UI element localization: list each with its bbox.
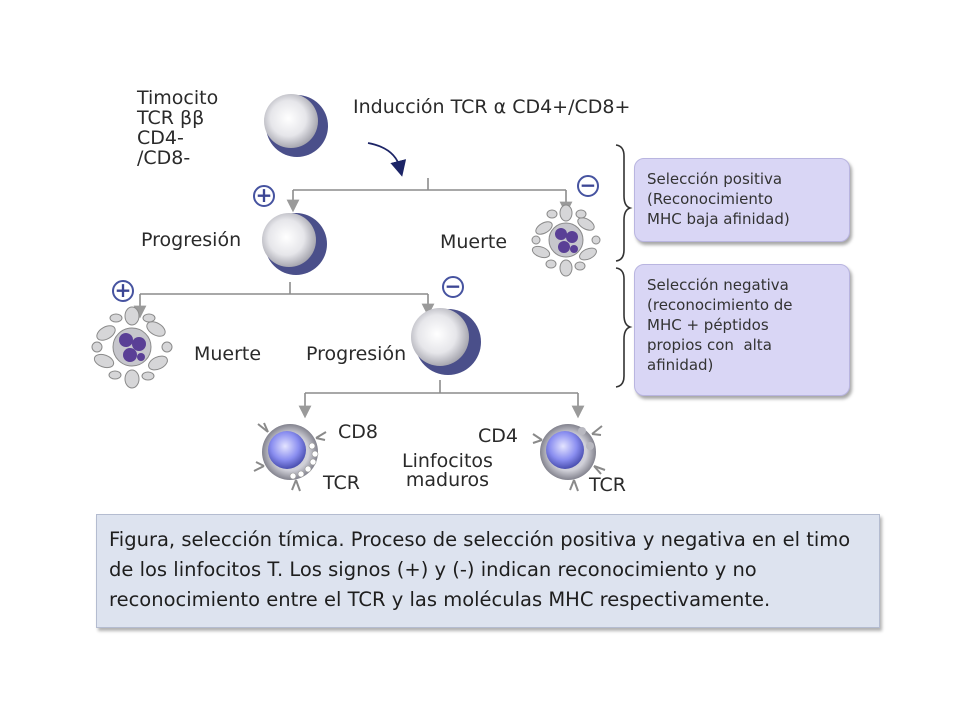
- progression-label-1: Progresión: [141, 229, 242, 251]
- apoptotic-cell-right: [531, 204, 601, 277]
- minus-sign-progression-2: −: [442, 276, 464, 298]
- mature-lymphocyte-cd4: [532, 424, 606, 492]
- positive-selection-line-3: MHC baja afinidad): [647, 210, 790, 228]
- thymocyte-label-line-1: Timocito: [137, 87, 219, 109]
- negative-selection-line-4: propios con alta: [647, 336, 772, 354]
- progression-label-2: Progresión: [306, 343, 407, 365]
- thymocyte-cell-progression-2: [411, 308, 481, 375]
- negative-selection-line-5: afinidad): [647, 356, 714, 374]
- negative-selection-line-3: MHC + péptidos: [647, 316, 769, 334]
- cd4-label: CD4: [478, 425, 518, 447]
- thymocyte-label-line-3: CD4-: [137, 127, 184, 149]
- apoptotic-cell-left: [91, 306, 173, 389]
- mature-lymphocytes-line-1: Linfocitos: [402, 450, 493, 472]
- minus-sign-death-1: −: [577, 175, 599, 197]
- negative-selection-line-1: Selección negativa: [647, 276, 789, 294]
- thymocyte-label: Timocito TCR ββ CD4- /CD8-: [137, 88, 218, 168]
- induction-arrow: [367, 142, 407, 177]
- negative-selection-note: Selección negativa (reconocimiento de MH…: [634, 264, 850, 396]
- mature-lymphocyte-cd8: [253, 422, 327, 492]
- thymocyte-label-line-4: /CD8-: [137, 147, 191, 169]
- positive-selection-note: Selección positiva (Reconocimiento MHC b…: [634, 158, 850, 242]
- figure-caption: Figura, selección tímica. Proceso de sel…: [96, 514, 880, 628]
- plus-sign-progression-1: +: [253, 185, 275, 207]
- death-label-1: Muerte: [440, 231, 508, 253]
- induction-label: Inducción TCR α CD4+/CD8+: [353, 96, 631, 118]
- positive-selection-line-2: (Reconocimiento: [647, 190, 773, 208]
- mature-lymphocytes-line-2: maduros: [405, 469, 490, 491]
- plus-sign-death-2: +: [112, 280, 134, 302]
- death-label-2: Muerte: [194, 343, 262, 365]
- cd8-label: CD8: [338, 421, 378, 443]
- negative-selection-line-2: (reconocimiento de: [647, 296, 793, 314]
- positive-selection-line-1: Selección positiva: [647, 170, 783, 188]
- progression-label-2-clip: Progresión: [306, 340, 414, 366]
- thymocyte-cell-progression-1: [262, 213, 327, 275]
- thymocyte-cell-top: [264, 94, 328, 157]
- selection-braces: [615, 144, 633, 388]
- tree-lines: [133, 178, 585, 419]
- tcr-label-right: TCR: [589, 474, 626, 496]
- thymocyte-label-line-2: TCR ββ: [137, 107, 205, 129]
- tcr-label-left: TCR: [323, 472, 360, 494]
- mature-lymphocytes-label: Linfocitos maduros: [402, 452, 493, 490]
